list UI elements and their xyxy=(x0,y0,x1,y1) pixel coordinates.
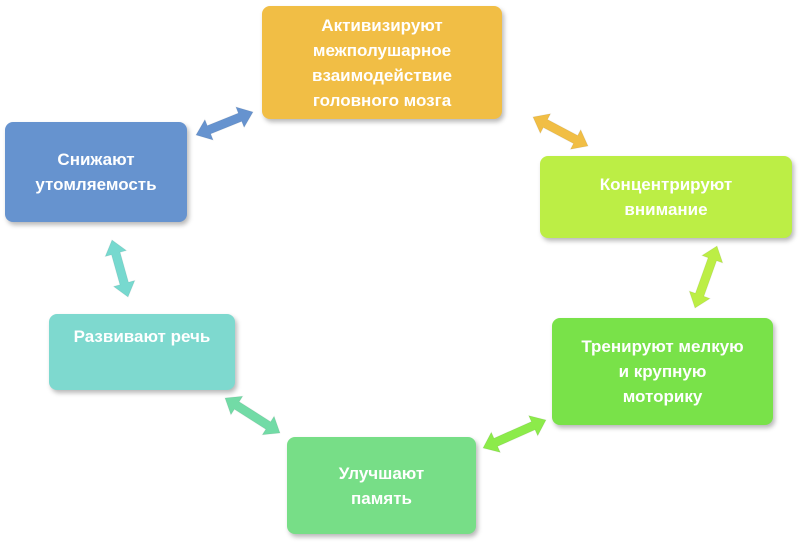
node-reduce-fatigue: Снижают утомляемость xyxy=(5,122,187,222)
arrow-left xyxy=(104,239,136,298)
arrow-top-right xyxy=(532,113,589,150)
node-develop-speech: Развивают речь xyxy=(49,314,235,390)
node-concentrate-attention: Концентрируют внимание xyxy=(540,156,792,238)
node-train-motor-skills: Тренируют мелкую и крупную моторику xyxy=(552,318,773,425)
arrow-top-left xyxy=(195,106,254,141)
arrow-bottom-left xyxy=(224,395,281,436)
arrow-right xyxy=(688,245,724,309)
arrow-right-bottom xyxy=(482,414,547,454)
node-activate-interhemispheric: Активизируют межполушарное взаимодействи… xyxy=(262,6,502,119)
node-improve-memory: Улучшают память xyxy=(287,437,476,534)
